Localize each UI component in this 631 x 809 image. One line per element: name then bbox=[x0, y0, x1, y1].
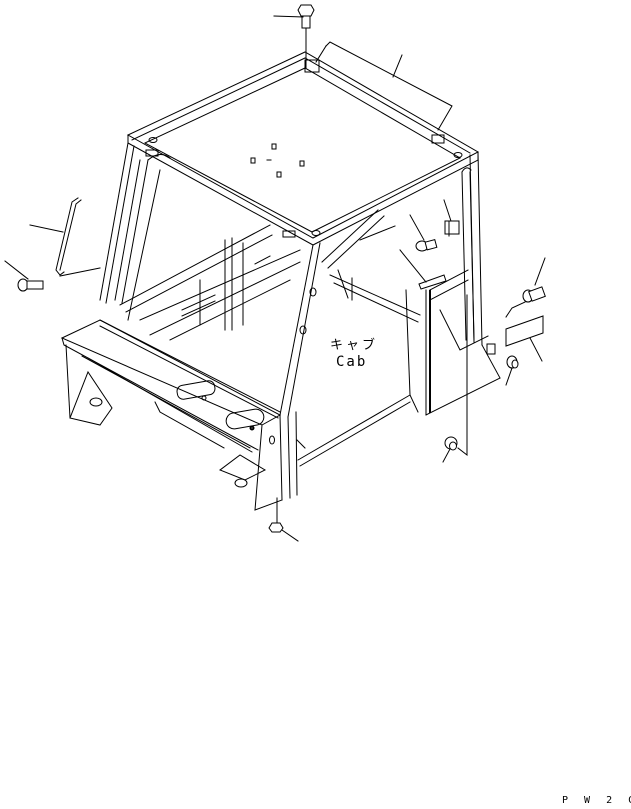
drawing-code: P W 2 C 9 0 2 bbox=[562, 795, 631, 806]
front-beam bbox=[60, 319, 283, 511]
roof-callout bbox=[315, 41, 453, 131]
left-front-pillar bbox=[99, 142, 171, 321]
handrail-bolt-part bbox=[4, 260, 44, 292]
rear-bolt-part bbox=[409, 214, 438, 252]
side-bolt-part bbox=[505, 257, 546, 318]
cap-part bbox=[442, 294, 468, 463]
rear-floor bbox=[296, 289, 419, 467]
handrail-part bbox=[29, 197, 101, 277]
top-bolt-part bbox=[273, 4, 315, 69]
rear-pillar bbox=[425, 151, 501, 416]
clip-part bbox=[443, 199, 460, 237]
interior-frame bbox=[119, 224, 301, 341]
plate-part bbox=[505, 315, 544, 362]
plug-part bbox=[505, 355, 519, 386]
cab-label-japanese: キャブ bbox=[330, 338, 379, 353]
center-front-pillar bbox=[279, 242, 321, 501]
cab-label-english: Cab bbox=[336, 354, 368, 370]
strip-part bbox=[399, 249, 447, 290]
bottom-nut-part bbox=[268, 497, 299, 542]
roof bbox=[126, 51, 480, 246]
rear-crossbeams bbox=[321, 209, 421, 323]
